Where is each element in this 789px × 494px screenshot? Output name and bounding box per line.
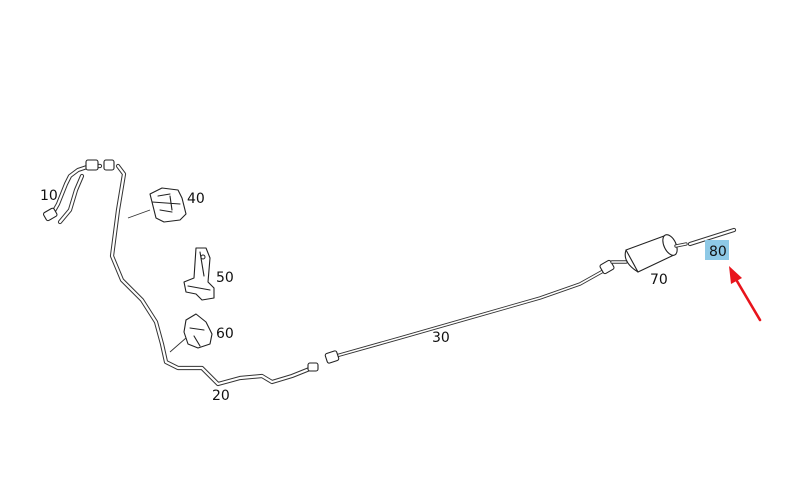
part-20-fuel-line[interactable] [109, 163, 319, 387]
part-80-highlight [705, 240, 729, 260]
label-70: 70 [650, 272, 668, 288]
label-40: 40 [187, 191, 205, 207]
part-40-clamp[interactable] [127, 187, 187, 223]
part-30-flex-line[interactable] [324, 259, 615, 364]
part-80-tube[interactable] [687, 227, 737, 247]
label-30: 30 [432, 330, 450, 346]
label-50: 50 [216, 270, 234, 286]
label-20: 20 [212, 388, 230, 404]
label-60: 60 [216, 326, 234, 342]
part-10-hose[interactable] [42, 159, 115, 225]
label-10: 10 [40, 188, 58, 204]
part-50-bracket[interactable] [183, 247, 215, 301]
part-70-fuel-filter[interactable] [610, 232, 688, 273]
red-arrow-icon [729, 266, 762, 322]
label-80: 80 [709, 244, 727, 260]
part-60-holder[interactable] [169, 313, 213, 353]
